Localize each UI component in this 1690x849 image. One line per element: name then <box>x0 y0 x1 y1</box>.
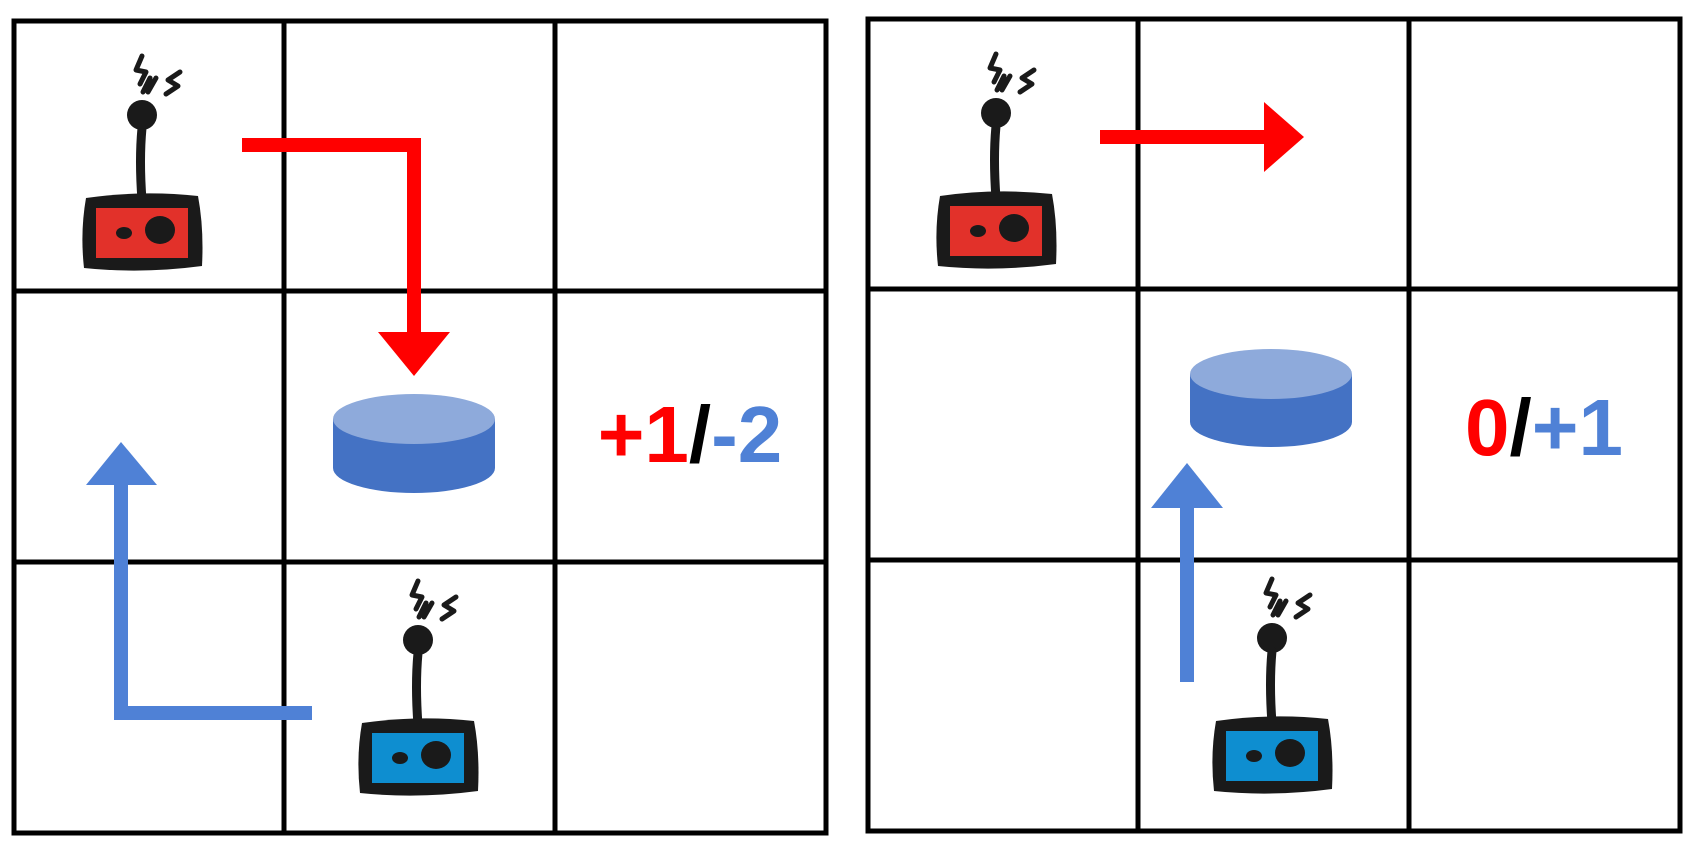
robot-icon <box>82 56 202 271</box>
blue-path-arrow-icon <box>86 442 312 720</box>
score-slash: / <box>689 390 711 479</box>
score-label: +1/-2 <box>598 390 783 479</box>
grid-right <box>865 16 1683 834</box>
red-move-arrow-icon <box>1100 102 1304 172</box>
score-slash: / <box>1510 383 1532 472</box>
score-label: 0/+1 <box>1465 383 1623 472</box>
robot-icon <box>1212 579 1332 794</box>
left-panel: +1/-2 <box>11 18 829 836</box>
red-path-arrow-icon <box>242 138 450 376</box>
grid-left <box>11 18 829 836</box>
right-panel: 0/+1 <box>865 16 1683 834</box>
puck-icon <box>333 394 495 493</box>
puck-icon <box>1190 349 1352 447</box>
robot-icon <box>358 581 478 796</box>
robot-icon <box>936 54 1056 269</box>
score-red: +1 <box>598 390 689 479</box>
score-blue: -2 <box>711 390 782 479</box>
blue-move-arrow-icon <box>1151 463 1223 682</box>
score-blue: +1 <box>1532 383 1623 472</box>
score-red: 0 <box>1465 383 1510 472</box>
